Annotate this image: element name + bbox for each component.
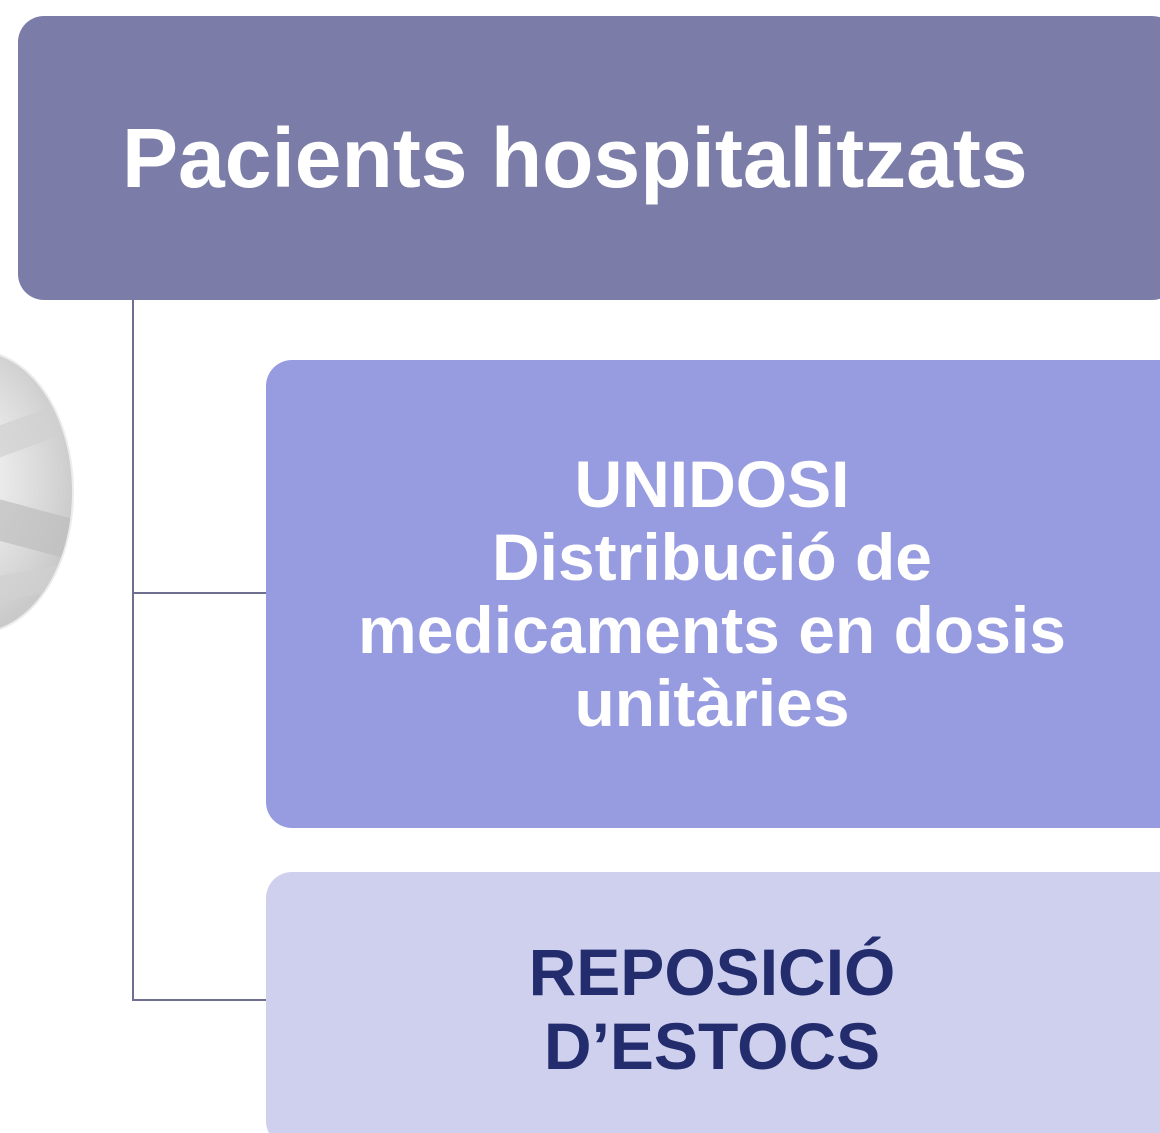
- unidosi-line-2: Distribució de: [491, 519, 933, 594]
- reposicio-line-2: D’ESTOCS: [543, 1008, 881, 1083]
- reposicio-line-1: REPOSICIÓ: [528, 934, 896, 1009]
- unidosi-line-3: medicaments en dosis: [358, 593, 1066, 667]
- unidosi-node-box: UNIDOSI Distribució de medicaments en do…: [266, 360, 1160, 828]
- root-node-box: Pacients hospitalitzats: [18, 16, 1160, 300]
- unidosi-line-4: unitàries: [574, 666, 850, 741]
- root-node-label: Pacients hospitalitzats: [122, 110, 1028, 205]
- connector-vertical: [132, 300, 134, 1001]
- connector-to-unidosi: [132, 592, 266, 594]
- unidosi-title: UNIDOSI: [574, 446, 850, 521]
- reposicio-node-box: REPOSICIÓ D’ESTOCS: [266, 872, 1160, 1133]
- connector-to-reposicio: [132, 999, 266, 1001]
- pill-blister-photo: [0, 350, 74, 634]
